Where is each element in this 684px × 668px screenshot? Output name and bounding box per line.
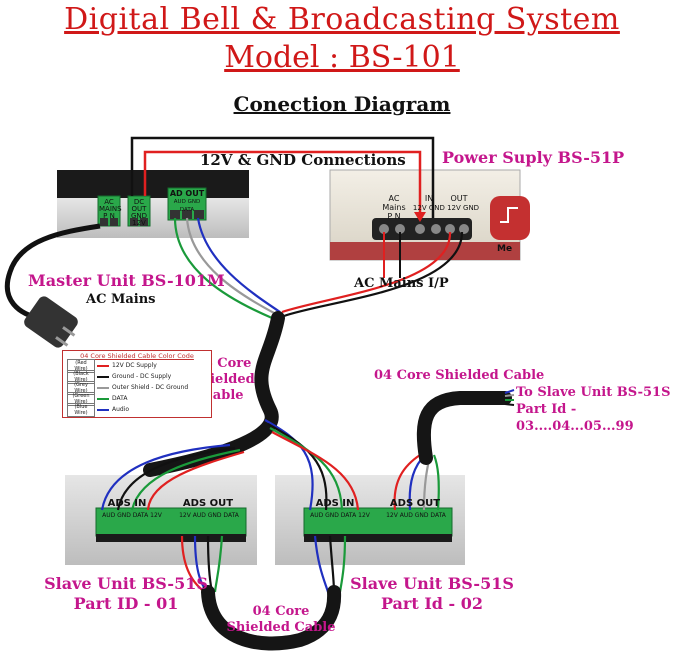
psu-pin-labels: 12V GND 12V GND (412, 204, 480, 212)
power-link-wires (130, 136, 435, 222)
legend-title: 04 Core Shielded Cable Color Code (80, 352, 194, 360)
cable-color-legend: 04 Core Shielded Cable Color Code (Red W… (62, 350, 212, 418)
cable-to-slaves-wires (100, 419, 360, 511)
to-slave-label: To Slave Unit BS-51S Part Id - 03....04.… (516, 385, 671, 434)
psu-out-label: OUT (450, 194, 468, 203)
ac-mains-label: AC Mains (86, 292, 156, 307)
slave1-ads-out-label: ADS OUT (182, 498, 234, 509)
core-cable-label-bottom: 04 Core Shielded Cable (226, 604, 336, 635)
diagram-subtitle: Conection Diagram (233, 92, 451, 116)
psu-ac-wires (383, 232, 401, 278)
legend-swatch-blue (97, 408, 109, 411)
power-supply-panel (329, 169, 530, 261)
slave1-ads-out-pins: 12V AUD GND DATA (179, 512, 239, 519)
psu-in-label: IN (424, 194, 434, 203)
legend-swatch-red (97, 364, 109, 367)
legend-row-black: (Black Wire) Ground - DC Supply (63, 369, 211, 384)
legend-row-grey: (Grey Wire) Outer Shield - DC Ground (63, 380, 211, 395)
master-dc-out-terminal: DC OUT GND 12V (130, 198, 148, 227)
ac-plug (4, 223, 101, 348)
connections-label: 12V & GND Connections (200, 151, 406, 169)
ac-mains-ip-label: AC Mains I/P (354, 276, 449, 291)
slave-unit-1-panel (65, 475, 257, 565)
legend-row-green: (Green Wire) DATA (63, 391, 211, 406)
legend-swatch-grey (97, 386, 109, 389)
legend-swatch-black (97, 375, 109, 378)
master-to-cable-wires (173, 217, 464, 320)
core-cable-label-top: 04 Core Shielded Cable (374, 368, 545, 383)
psu-brand-text: Me (497, 244, 513, 254)
slave1-label: Slave Unit BS-51S Part ID - 01 (44, 574, 208, 613)
slave1-ads-in-label: ADS IN (107, 498, 147, 509)
cable-to-next-slave (416, 391, 512, 465)
model-title: Model : BS-101 (224, 40, 460, 75)
cable-master-to-slave1 (143, 311, 285, 477)
slave2-ads-in-label: ADS IN (315, 498, 355, 509)
psu-ac-mains-terminal: AC Mains P N (382, 194, 406, 221)
cable-slave1-to-slave2 (201, 585, 342, 651)
master-unit-label: Master Unit BS-101M (28, 271, 225, 290)
main-title: Digital Bell & Broadcasting System (64, 2, 620, 37)
slave2-ads-out-pins: 12V AUD GND DATA (386, 512, 446, 519)
master-unit-panel (57, 170, 249, 238)
master-ac-mains-terminal: AC MAINS P N (99, 198, 122, 220)
slave-unit-2-panel (275, 475, 465, 565)
slave2-ads-in-pins: AUD GND DATA 12V (310, 512, 370, 519)
slave2-label: Slave Unit BS-51S Part Id - 02 (350, 574, 514, 613)
master-ad-out-terminal: AD OUT AUD GND DATA (169, 189, 205, 214)
slave1-ads-in-pins: AUD GND DATA 12V (102, 512, 162, 519)
power-supply-label: Power Suply BS-51P (442, 148, 625, 167)
legend-row-blue: (Blue Wire) Audio (63, 402, 211, 417)
next-slave-wire-ends (504, 389, 515, 406)
legend-row-red: (Red Wire) 12V DC Supply (63, 358, 211, 373)
legend-swatch-green (97, 397, 109, 400)
slave2-ads-out-label: ADS OUT (389, 498, 441, 509)
